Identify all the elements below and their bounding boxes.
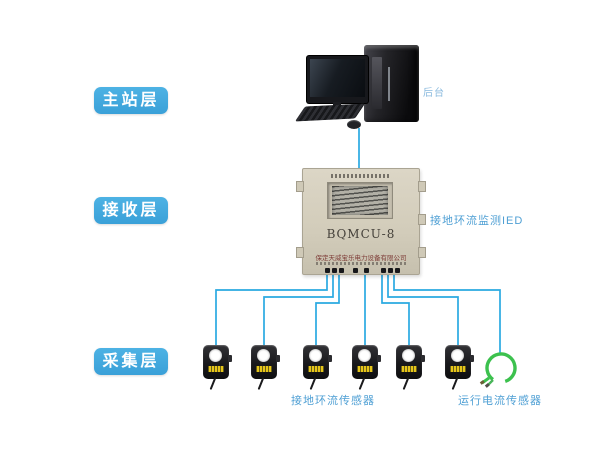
sensor-hole xyxy=(257,349,270,362)
sensor-hole xyxy=(358,349,371,362)
wire-ied-to-sensor-5 xyxy=(381,273,410,345)
port xyxy=(325,268,330,273)
sensor-hole xyxy=(209,349,222,362)
port xyxy=(332,268,337,273)
device-english-fineprint xyxy=(316,262,406,265)
sensor-latch xyxy=(470,355,474,362)
ground-ct-sensor-1 xyxy=(203,345,232,390)
ground-ct-sensor-2 xyxy=(251,345,280,390)
backend-label: 后台 xyxy=(423,88,445,99)
port xyxy=(364,268,369,273)
mount-tab xyxy=(418,247,426,258)
layer-badge-collection: 采集层 xyxy=(94,348,168,375)
ied-device: BQMCU-8 保定天威宝乐电力设备有限公司 xyxy=(296,168,426,275)
sensor-label-strip xyxy=(450,366,466,372)
wire-ied-to-sensor-3 xyxy=(315,273,340,345)
port xyxy=(388,268,393,273)
device-top-fineprint xyxy=(331,174,391,178)
port xyxy=(381,268,386,273)
mount-tab xyxy=(418,214,426,225)
sensor-latch xyxy=(328,355,332,362)
sensor-hole xyxy=(451,349,464,362)
computer-tower xyxy=(364,45,419,122)
sensor-latch xyxy=(228,355,232,362)
wire-ied-to-coil xyxy=(393,273,501,354)
coil-connector-tip xyxy=(479,380,485,385)
sensor-label-strip xyxy=(308,366,324,372)
device-display xyxy=(332,186,388,215)
ied-side-label: 接地环流监测IED xyxy=(430,215,524,227)
sensor-latch xyxy=(421,355,425,362)
sensor-label-strip xyxy=(357,366,373,372)
mouse xyxy=(347,120,361,129)
wire-ied-to-sensor-1 xyxy=(215,273,328,345)
port xyxy=(353,268,358,273)
running-sensor-label: 运行电流传感器 xyxy=(458,395,542,407)
sensor-label-strip xyxy=(256,366,272,372)
monitor-screen xyxy=(310,59,365,97)
sensor-hole xyxy=(402,349,415,362)
device-model-label: BQMCU-8 xyxy=(326,227,396,241)
tower-slot xyxy=(388,67,390,101)
port xyxy=(395,268,400,273)
desktop-monitor xyxy=(307,56,368,115)
port xyxy=(339,268,344,273)
sensor-label-strip xyxy=(208,366,224,372)
rogowski-coil-sensor xyxy=(479,352,517,388)
ground-ct-sensor-6 xyxy=(445,345,474,390)
layer-badge-main-station: 主站层 xyxy=(94,87,168,114)
ground-sensors-label: 接地环流传感器 xyxy=(291,395,375,407)
tower-drive-bay xyxy=(372,57,382,109)
coil-connector-tip xyxy=(484,382,490,388)
device-screen-frame xyxy=(327,182,393,219)
ground-ct-sensor-5 xyxy=(396,345,425,390)
sensor-latch xyxy=(276,355,280,362)
device-ports xyxy=(303,268,419,273)
mount-tab xyxy=(418,181,426,192)
ground-ct-sensor-3 xyxy=(303,345,332,390)
layer-badge-receiving: 接收层 xyxy=(94,197,168,224)
sensor-label-strip xyxy=(401,366,417,372)
wire-ied-to-sensor-6 xyxy=(387,273,459,345)
wire-ied-to-sensor-2 xyxy=(263,273,334,345)
ground-ct-sensor-4 xyxy=(352,345,381,390)
mount-tab xyxy=(296,181,304,192)
mount-tab xyxy=(296,247,304,258)
device-company-label: 保定天威宝乐电力设备有限公司 xyxy=(315,255,407,262)
sensor-hole xyxy=(309,349,322,362)
sensor-latch xyxy=(377,355,381,362)
